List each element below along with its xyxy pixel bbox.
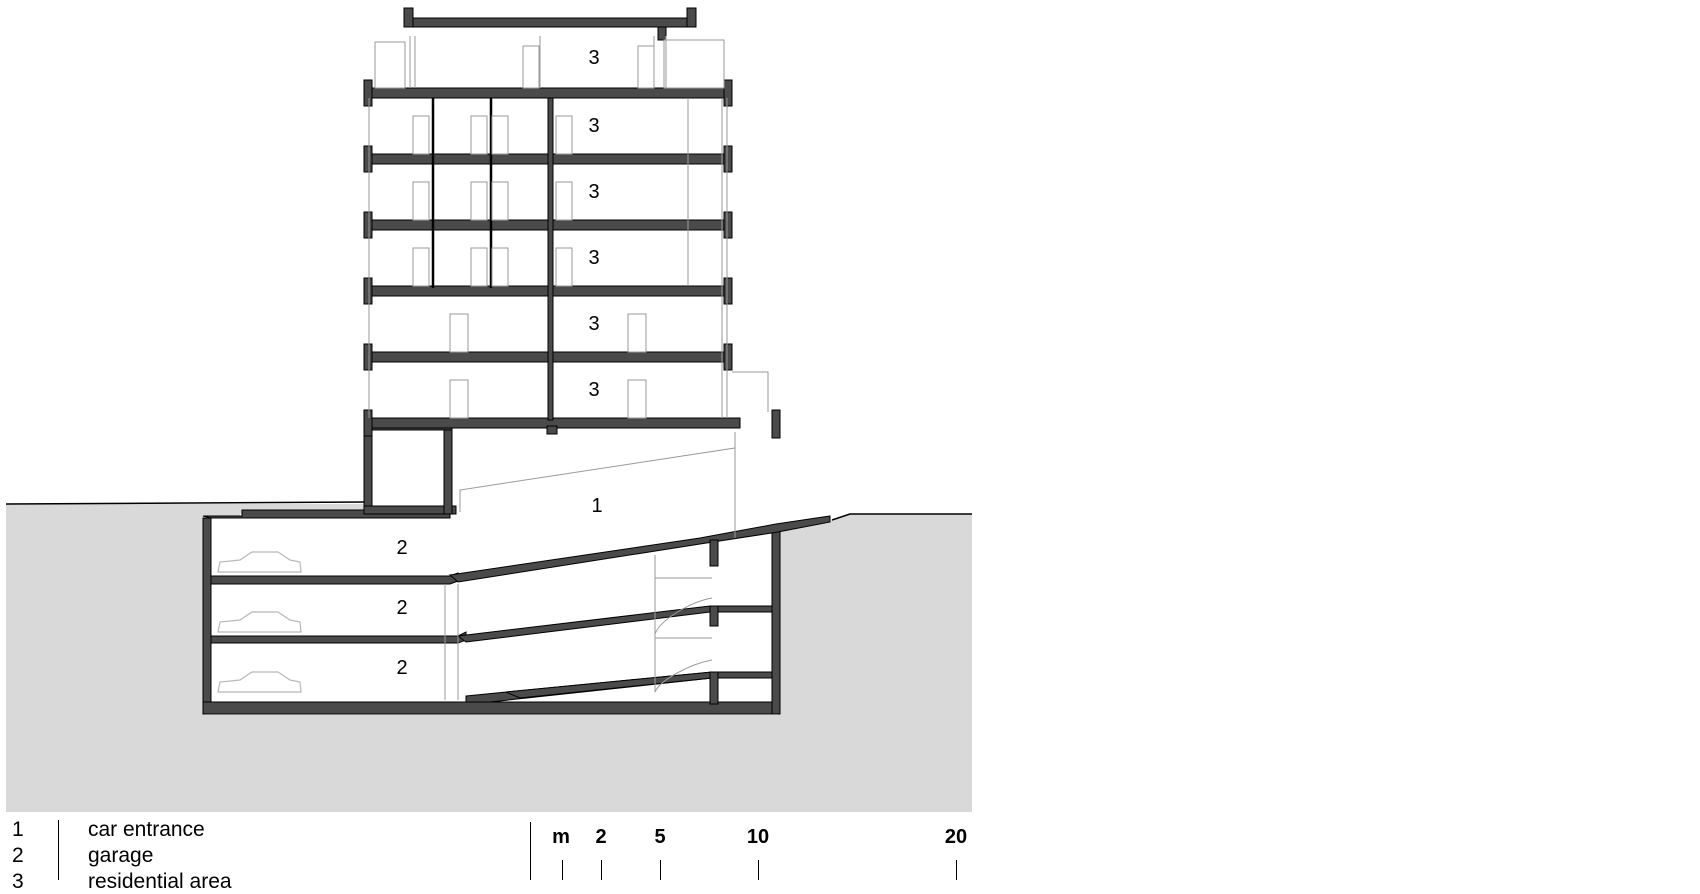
tower-structure: [363, 7, 781, 439]
scale-unit: m: [552, 826, 570, 848]
ground-fill: [6, 504, 972, 812]
label-car-entrance: 1: [591, 495, 602, 517]
scale-tick-20: [956, 860, 957, 880]
label-garage-1: 2: [396, 537, 407, 559]
scale-start-line: [530, 822, 531, 880]
scale-mark-20: 20: [944, 826, 968, 848]
interior-thin-lines: [368, 36, 769, 419]
entrance-walls: [363, 413, 457, 515]
car-icon: [217, 551, 302, 573]
legend-text-3: residential area: [88, 870, 232, 893]
label-garage-2: 2: [396, 597, 407, 619]
legend-text-1: car entrance: [88, 818, 205, 841]
car-icon: [217, 671, 302, 693]
legend-text-2: garage: [88, 844, 154, 867]
label-garage-3: 2: [396, 657, 407, 679]
legend-num-2: 2: [12, 844, 24, 867]
legend-divider: [58, 820, 59, 880]
entrance-thin-lines: [459, 432, 736, 538]
partitions: [431, 98, 493, 288]
label-residential-top: 3: [588, 47, 599, 69]
car-icon: [217, 611, 302, 633]
ground-line: [5, 501, 972, 521]
label-residential-4: 3: [588, 181, 599, 203]
scale-tick-2: [601, 860, 602, 880]
scale-mark-5: 5: [654, 826, 666, 848]
scale-tick-10: [758, 860, 759, 880]
label-residential-1: 3: [588, 379, 599, 401]
scale-tick-0: [562, 860, 563, 880]
legend-num-3: 3: [12, 870, 24, 893]
scale-tick-5: [660, 860, 661, 880]
label-residential-3: 3: [588, 247, 599, 269]
label-residential-2: 3: [588, 313, 599, 335]
scale-mark-2: 2: [595, 826, 607, 848]
garage-thin-lines: [444, 555, 713, 700]
scale-mark-10: 10: [746, 826, 770, 848]
label-residential-5: 3: [588, 115, 599, 137]
car-outlines: [217, 551, 302, 693]
legend-num-1: 1: [12, 818, 24, 841]
